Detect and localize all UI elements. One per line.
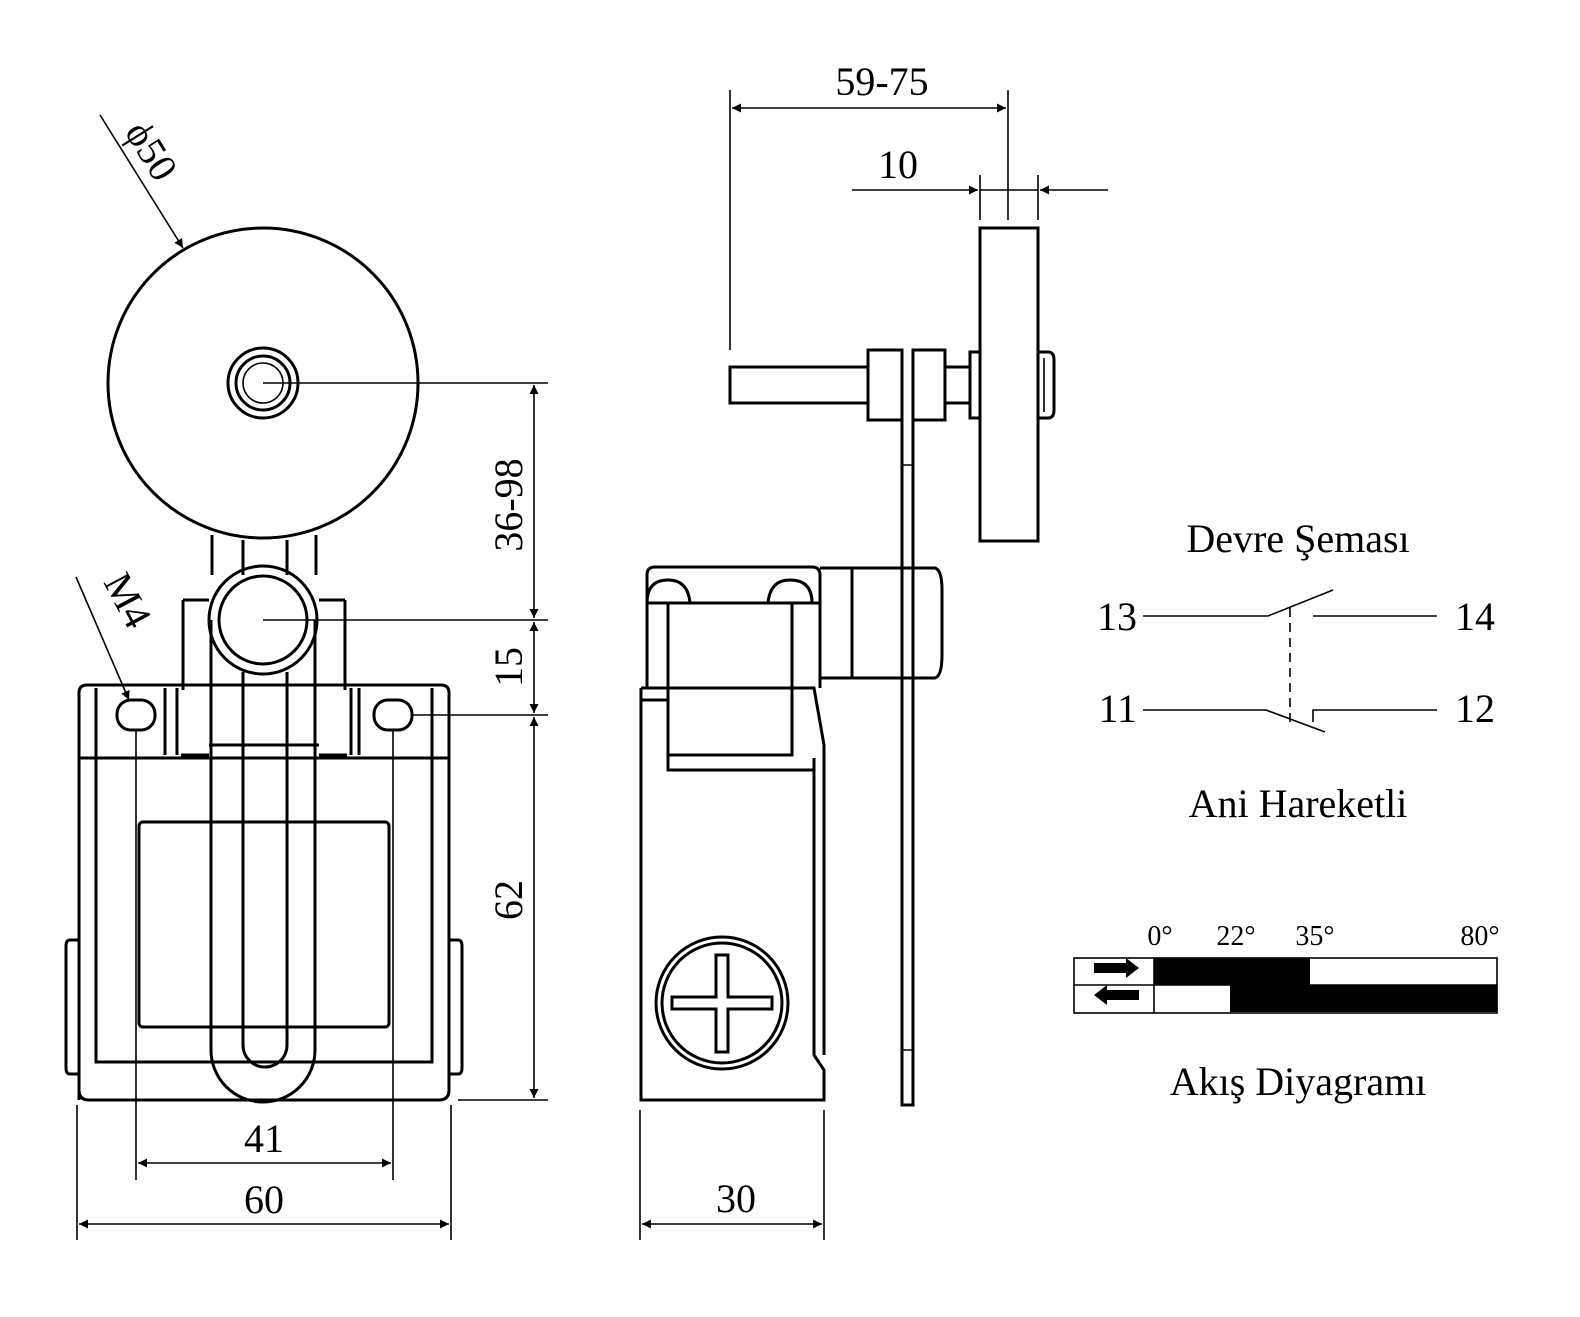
right-arrow-icon <box>1094 958 1139 978</box>
roller-side <box>978 226 1040 543</box>
screw-cross-icon <box>670 953 774 1054</box>
terminal-13: 13 <box>1097 594 1137 639</box>
terminal-12: 12 <box>1455 686 1495 731</box>
flow-bar-return <box>1230 985 1497 1012</box>
flow-title: Akış Diyagramı <box>1170 1059 1427 1104</box>
lever-slot-outer <box>209 620 317 1104</box>
mounting-hole-left <box>115 698 157 732</box>
dim-pivot-offset: 15 <box>486 647 531 687</box>
side-view: 59-75 10 30 <box>639 59 1108 1240</box>
dim-body-depth: 30 <box>716 1176 756 1221</box>
dim-body-height: 62 <box>486 880 531 920</box>
flow-angle-label: 22° <box>1216 921 1255 952</box>
flow-angle-labels: 0° 22° 35° 80° <box>1147 921 1499 952</box>
dim-body-width: 60 <box>244 1177 284 1222</box>
circuit-subtitle: Ani Hareketli <box>1189 781 1408 826</box>
side-body <box>639 688 826 1102</box>
terminal-screw-inner <box>660 941 784 1065</box>
dim-roller-diameter: ϕ50 <box>116 113 187 189</box>
flow-bar-forward <box>1154 958 1310 985</box>
lever-slot-inner <box>241 672 289 1069</box>
dim-arm-length: 59-75 <box>835 59 928 104</box>
dim-hole-spacing: 41 <box>244 1116 284 1161</box>
terminal-14: 14 <box>1455 594 1495 639</box>
dim-adjust-range: 36-98 <box>486 458 531 551</box>
flow-bars <box>1154 958 1497 1012</box>
left-arrow-icon <box>1094 985 1139 1005</box>
front-view: ϕ50 M4 36-98 15 62 41 60 <box>64 113 548 1240</box>
flow-angle-label: 80° <box>1460 921 1499 952</box>
terminal-11: 11 <box>1098 686 1137 731</box>
terminal-screw-outer <box>654 935 790 1071</box>
dim-roller-width: 10 <box>878 142 918 187</box>
circuit-schematic: Devre Şeması 13 14 11 12 Ani Hareketli <box>1097 516 1495 826</box>
circuit-title: Devre Şeması <box>1186 516 1409 561</box>
body-window <box>137 820 391 1029</box>
flow-angle-label: 35° <box>1295 921 1334 952</box>
flow-diagram: 0° 22° 35° 80° Akış Diyagramı <box>1073 921 1500 1104</box>
lever-plate <box>900 378 915 1107</box>
dim-mount-thread: M4 <box>95 565 161 635</box>
flow-angle-label: 0° <box>1147 921 1172 952</box>
mounting-hole-right <box>372 698 414 732</box>
